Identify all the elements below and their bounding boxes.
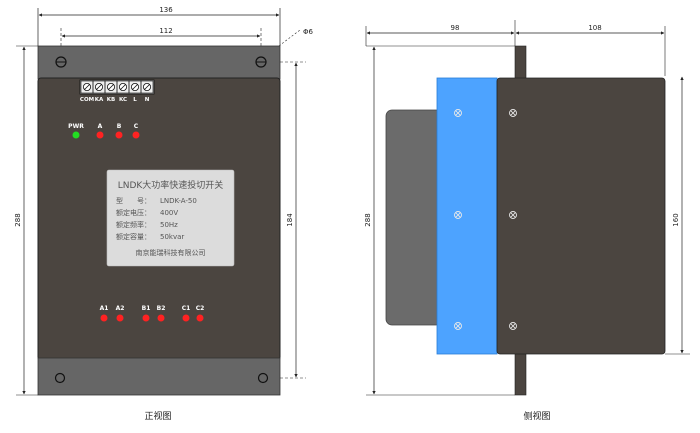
- nameplate-company: 南京能瑞科技有限公司: [136, 248, 206, 257]
- led-label: B: [117, 123, 122, 130]
- led-label: A2: [116, 305, 125, 312]
- terminal-label: KA: [95, 97, 104, 103]
- nameplate-key: 额定容量：: [116, 232, 151, 241]
- nameplate-background: [106, 169, 235, 267]
- led-indicator: [115, 131, 123, 139]
- dim-front-body-height-text: 184: [286, 213, 294, 227]
- led-b2: B2: [157, 305, 166, 322]
- side-view-caption: 侧视图: [523, 410, 550, 422]
- mounting-hole-bottom-left: [54, 372, 66, 384]
- side-front-cover: [385, 109, 443, 326]
- terminal-label: KC: [119, 97, 127, 103]
- led-label: C2: [196, 305, 205, 312]
- nameplate-value: 400V: [160, 209, 178, 217]
- dim-front-overall-height-text: 288: [14, 213, 22, 226]
- dim-side-body-height-text: 160: [672, 213, 680, 226]
- dim-side-depth: 98 108: [365, 20, 666, 76]
- terminal-screw: [116, 80, 130, 94]
- led-a: A: [96, 123, 104, 139]
- side-view: 98 108 288 160 侧视图: [364, 20, 690, 422]
- side-screw: [509, 322, 517, 330]
- led-label: C1: [182, 305, 191, 312]
- led-b1: B1: [142, 305, 151, 322]
- led-a2: A2: [116, 305, 125, 322]
- dim-side-left-depth-text: 98: [451, 24, 460, 32]
- nameplate-value: 50kvar: [160, 233, 184, 241]
- terminal-label: L: [133, 97, 137, 103]
- led-label: PWR: [68, 123, 84, 130]
- dim-side-body-height: 160: [665, 76, 690, 355]
- led-c1: C1: [182, 305, 191, 322]
- led-indicator: [72, 131, 80, 139]
- led-label: A: [98, 123, 103, 130]
- led-indicator: [142, 314, 150, 322]
- dim-hole-diameter: Φ6: [262, 28, 314, 59]
- top-led-group: PWR A B C: [68, 123, 140, 139]
- dim-hole-spacing-text: 112: [159, 27, 172, 35]
- bottom-mounting-plate: [37, 357, 281, 396]
- led-indicator: [116, 314, 124, 322]
- led-label: C: [134, 123, 139, 130]
- side-blue-section: [436, 77, 498, 355]
- nameplate-value: LNDK-A-50: [160, 197, 197, 205]
- nameplate-value: 50Hz: [160, 221, 178, 229]
- terminal-block: [79, 79, 155, 95]
- mounting-hole-top-left: [55, 56, 67, 68]
- led-pwr: PWR: [68, 123, 84, 139]
- mounting-hole-top-right: [255, 56, 267, 68]
- led-indicator: [157, 314, 165, 322]
- terminal-label: COM: [80, 97, 94, 103]
- terminal-label: N: [145, 97, 150, 103]
- side-screw: [454, 109, 462, 117]
- dim-overall-width-text: 136: [159, 6, 173, 14]
- dim-overall-width: 136: [37, 6, 281, 46]
- nameplate-key: 额定电压：: [116, 208, 151, 217]
- dim-side-right-depth-text: 108: [588, 24, 601, 32]
- led-indicator: [196, 314, 204, 322]
- dim-front-overall-height: 288: [14, 45, 38, 396]
- nameplate: LNDK大功率快速投切开关 型 号： LNDK-A-50 额定电压： 400V 额定频率…: [106, 169, 235, 267]
- side-rear-body: [496, 77, 666, 355]
- front-view-caption: 正视图: [144, 410, 171, 422]
- nameplate-title: LNDK大功率快速投切开关: [118, 179, 224, 191]
- dim-side-overall-height: 288: [364, 45, 515, 396]
- led-label: A1: [100, 305, 109, 312]
- dim-side-overall-height-text: 288: [364, 213, 372, 226]
- led-label: B1: [142, 305, 151, 312]
- led-b: B: [115, 123, 123, 139]
- led-indicator: [96, 131, 104, 139]
- side-screw: [509, 109, 517, 117]
- nameplate-key: 额定频率：: [116, 220, 151, 229]
- bottom-led-group: A1 A2 B1 B2 C1 C2: [100, 305, 205, 322]
- side-screw: [454, 322, 462, 330]
- terminal-screw: [80, 80, 94, 94]
- dim-hole-diameter-text: Φ6: [303, 28, 314, 36]
- terminal-screw: [140, 80, 154, 94]
- mounting-hole-bottom-right: [257, 372, 269, 384]
- led-c: C: [132, 123, 140, 139]
- top-mounting-plate: [37, 45, 281, 80]
- nameplate-key: 型 号：: [116, 196, 151, 205]
- side-screw: [509, 211, 517, 219]
- led-c2: C2: [196, 305, 205, 322]
- led-indicator: [100, 314, 108, 322]
- led-indicator: [132, 131, 140, 139]
- led-a1: A1: [100, 305, 109, 322]
- terminal-label: KB: [107, 97, 115, 103]
- led-label: B2: [157, 305, 166, 312]
- led-indicator: [182, 314, 190, 322]
- nameplate-rows: 型 号： LNDK-A-50 额定电压： 400V 额定频率： 50Hz 额定容量： 50kv…: [116, 196, 197, 241]
- dim-front-body-height: 184: [280, 61, 306, 379]
- side-screw: [454, 211, 462, 219]
- side-screw-group: [454, 109, 517, 330]
